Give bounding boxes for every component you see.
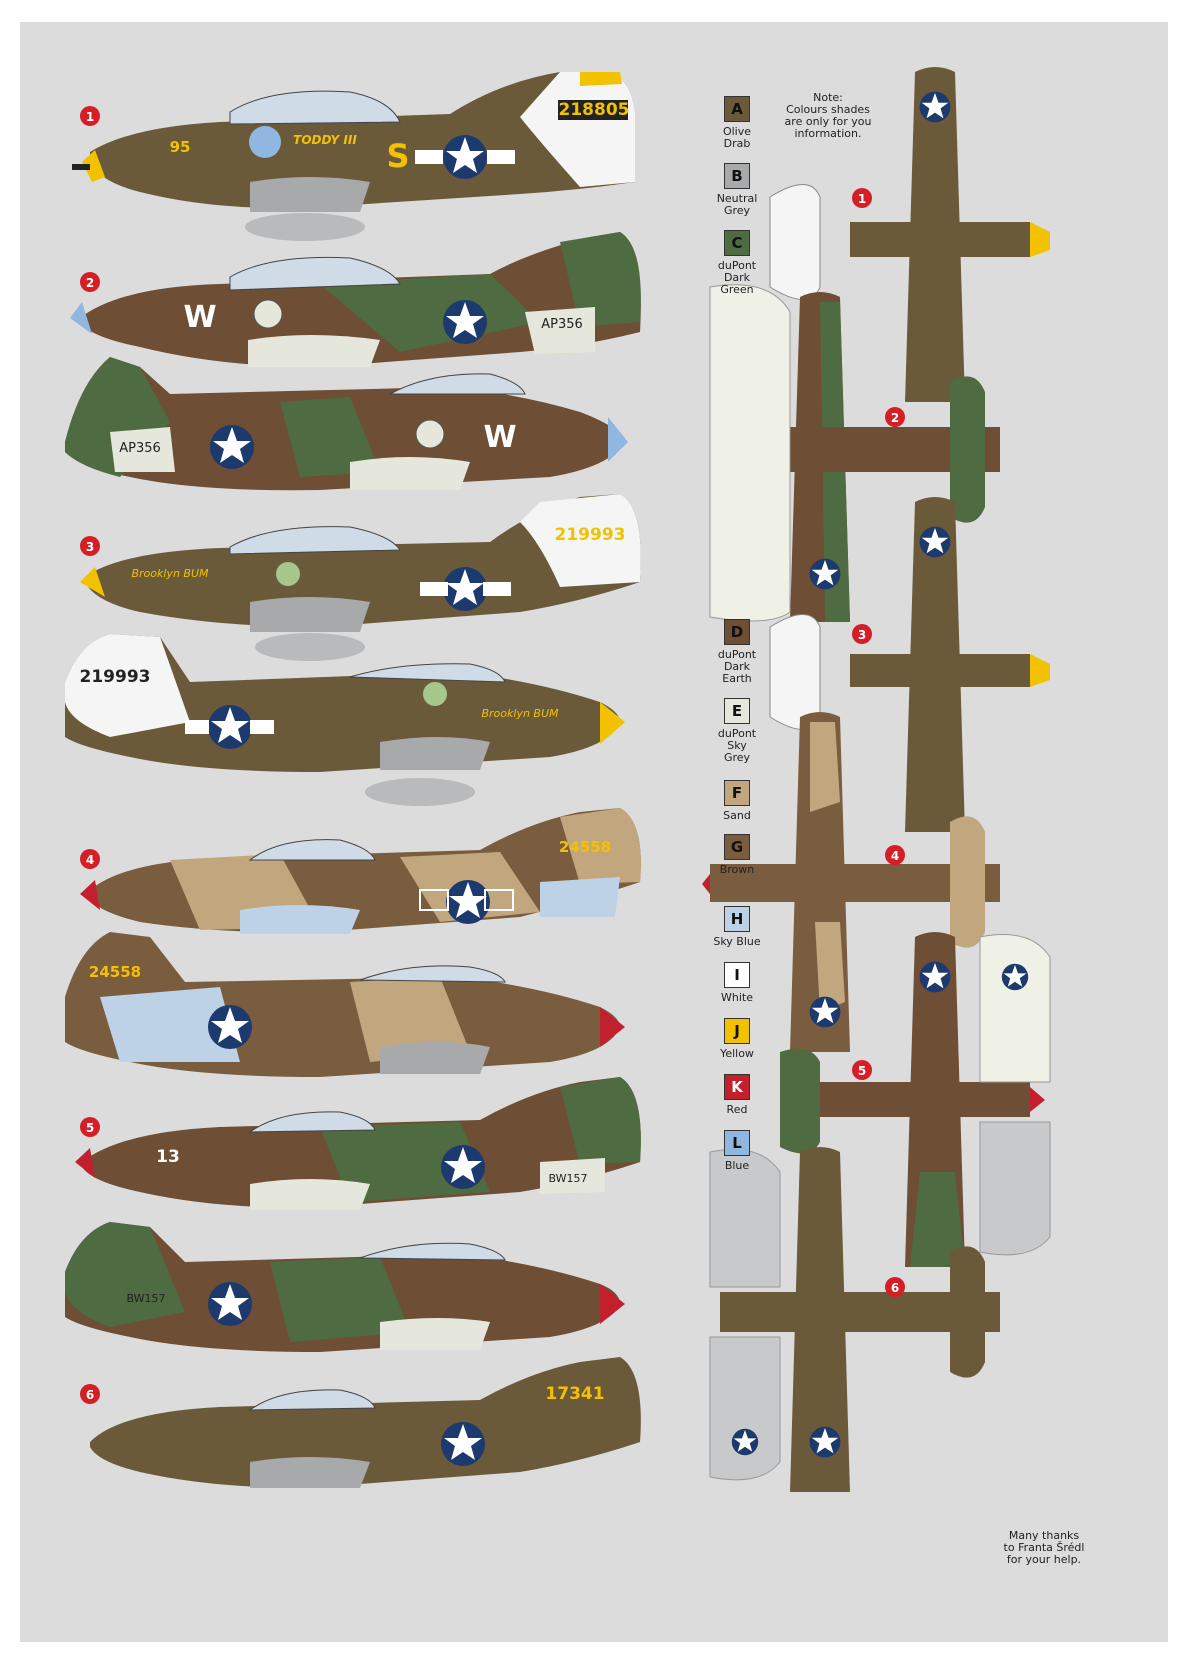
svg-text:95: 95 — [170, 138, 191, 156]
swatch-e: E — [724, 698, 750, 724]
swatch-k: K — [724, 1074, 750, 1100]
colour-key-j: J Yellow — [702, 1018, 772, 1060]
colour-key-d: D duPont Dark Earth — [702, 619, 772, 685]
svg-text:3: 3 — [86, 540, 94, 554]
colour-key-l: L Blue — [702, 1130, 772, 1172]
colour-name-j: Yellow — [720, 1047, 754, 1060]
profile-3a: 219993 Brooklyn BUM — [80, 494, 641, 661]
profile-5a: 13 BW157 — [75, 1077, 641, 1210]
profile-1: 218805 95 S TODDY III — [72, 72, 635, 241]
svg-text:Brooklyn BUM: Brooklyn BUM — [131, 567, 209, 580]
swatch-i: I — [724, 962, 750, 988]
swatch-d: D — [724, 619, 750, 645]
svg-text:17341: 17341 — [545, 1384, 604, 1404]
swatch-f: F — [724, 780, 750, 806]
colour-name-d: duPont Dark Earth — [717, 648, 757, 685]
svg-text:5: 5 — [86, 1121, 94, 1135]
colour-name-b: Neutral Grey — [716, 192, 758, 217]
svg-text:1: 1 — [858, 192, 866, 206]
swatch-l: L — [724, 1130, 750, 1156]
svg-text:AP356: AP356 — [541, 317, 583, 332]
profile-6: 17341 — [90, 1357, 641, 1488]
swatch-c: C — [724, 230, 750, 256]
colour-key-f: F Sand — [702, 780, 772, 822]
colour-key-i: I White — [702, 962, 772, 1004]
colour-key-h: H Sky Blue — [702, 906, 772, 948]
svg-text:BW157: BW157 — [548, 1172, 587, 1185]
profile-4b: 24558 — [65, 932, 625, 1077]
svg-text:W: W — [483, 420, 516, 455]
svg-text:219993: 219993 — [80, 667, 151, 687]
colour-name-g: Brown — [719, 863, 755, 876]
svg-text:24558: 24558 — [559, 838, 611, 856]
svg-text:24558: 24558 — [89, 963, 141, 981]
colour-name-i: White — [721, 991, 753, 1004]
svg-text:W: W — [183, 300, 216, 335]
profile-5b: BW157 — [65, 1222, 625, 1352]
aircraft-artwork: 218805 95 S TODDY III W AP356 AP356 W — [65, 67, 1051, 1492]
profile-number-badges: 1 2 3 4 5 6 — [80, 106, 100, 1404]
svg-text:1: 1 — [86, 110, 94, 124]
colour-name-e: duPont Sky Grey — [717, 727, 757, 764]
colour-key-c: C duPont Dark Green — [702, 230, 772, 296]
profile-4a: 24558 — [80, 808, 641, 934]
colour-name-h: Sky Blue — [713, 935, 761, 948]
credits: Many thanks to Franta Šrédl for your hel… — [1003, 1529, 1085, 1566]
svg-text:S: S — [386, 137, 409, 175]
svg-text:2: 2 — [891, 411, 899, 425]
colour-name-a: Olive Drab — [722, 125, 752, 150]
svg-text:4: 4 — [891, 849, 899, 863]
colour-key-e: E duPont Sky Grey — [702, 698, 772, 764]
svg-text:6: 6 — [891, 1281, 899, 1295]
serial-218805: 218805 — [559, 100, 630, 120]
colour-key-g: G Brown — [702, 834, 772, 876]
svg-text:AP356: AP356 — [119, 441, 161, 456]
swatch-a: A — [724, 96, 750, 122]
swatch-h: H — [724, 906, 750, 932]
colour-key-b: B Neutral Grey — [702, 163, 772, 217]
profile-3b: 219993 Brooklyn BUM — [65, 634, 625, 806]
svg-text:BW157: BW157 — [126, 1292, 165, 1305]
colour-name-c: duPont Dark Green — [717, 259, 757, 296]
svg-text:3: 3 — [858, 628, 866, 642]
colour-name-f: Sand — [723, 809, 751, 822]
colour-key-a: A Olive Drab — [702, 96, 772, 150]
plan-views: 1 2 3 — [702, 67, 1051, 1492]
svg-text:13: 13 — [156, 1147, 180, 1167]
swatch-b: B — [724, 163, 750, 189]
svg-text:6: 6 — [86, 1388, 94, 1402]
profile-2b: AP356 W — [65, 357, 628, 491]
colour-name-k: Red — [726, 1103, 748, 1116]
svg-text:219993: 219993 — [555, 525, 626, 545]
colour-name-l: Blue — [724, 1159, 750, 1172]
swatch-j: J — [724, 1018, 750, 1044]
svg-text:5: 5 — [858, 1064, 866, 1078]
svg-text:Brooklyn BUM: Brooklyn BUM — [481, 707, 559, 720]
colour-key-k: K Red — [702, 1074, 772, 1116]
colour-note: Note: Colours shades are only for you in… — [784, 91, 872, 140]
profile-2a: W AP356 — [70, 232, 641, 367]
svg-text:4: 4 — [86, 853, 94, 867]
swatch-g: G — [724, 834, 750, 860]
decal-sheet: 218805 95 S TODDY III W AP356 AP356 W — [20, 22, 1168, 1642]
svg-text:2: 2 — [86, 276, 94, 290]
svg-text:TODDY III: TODDY III — [293, 133, 357, 147]
